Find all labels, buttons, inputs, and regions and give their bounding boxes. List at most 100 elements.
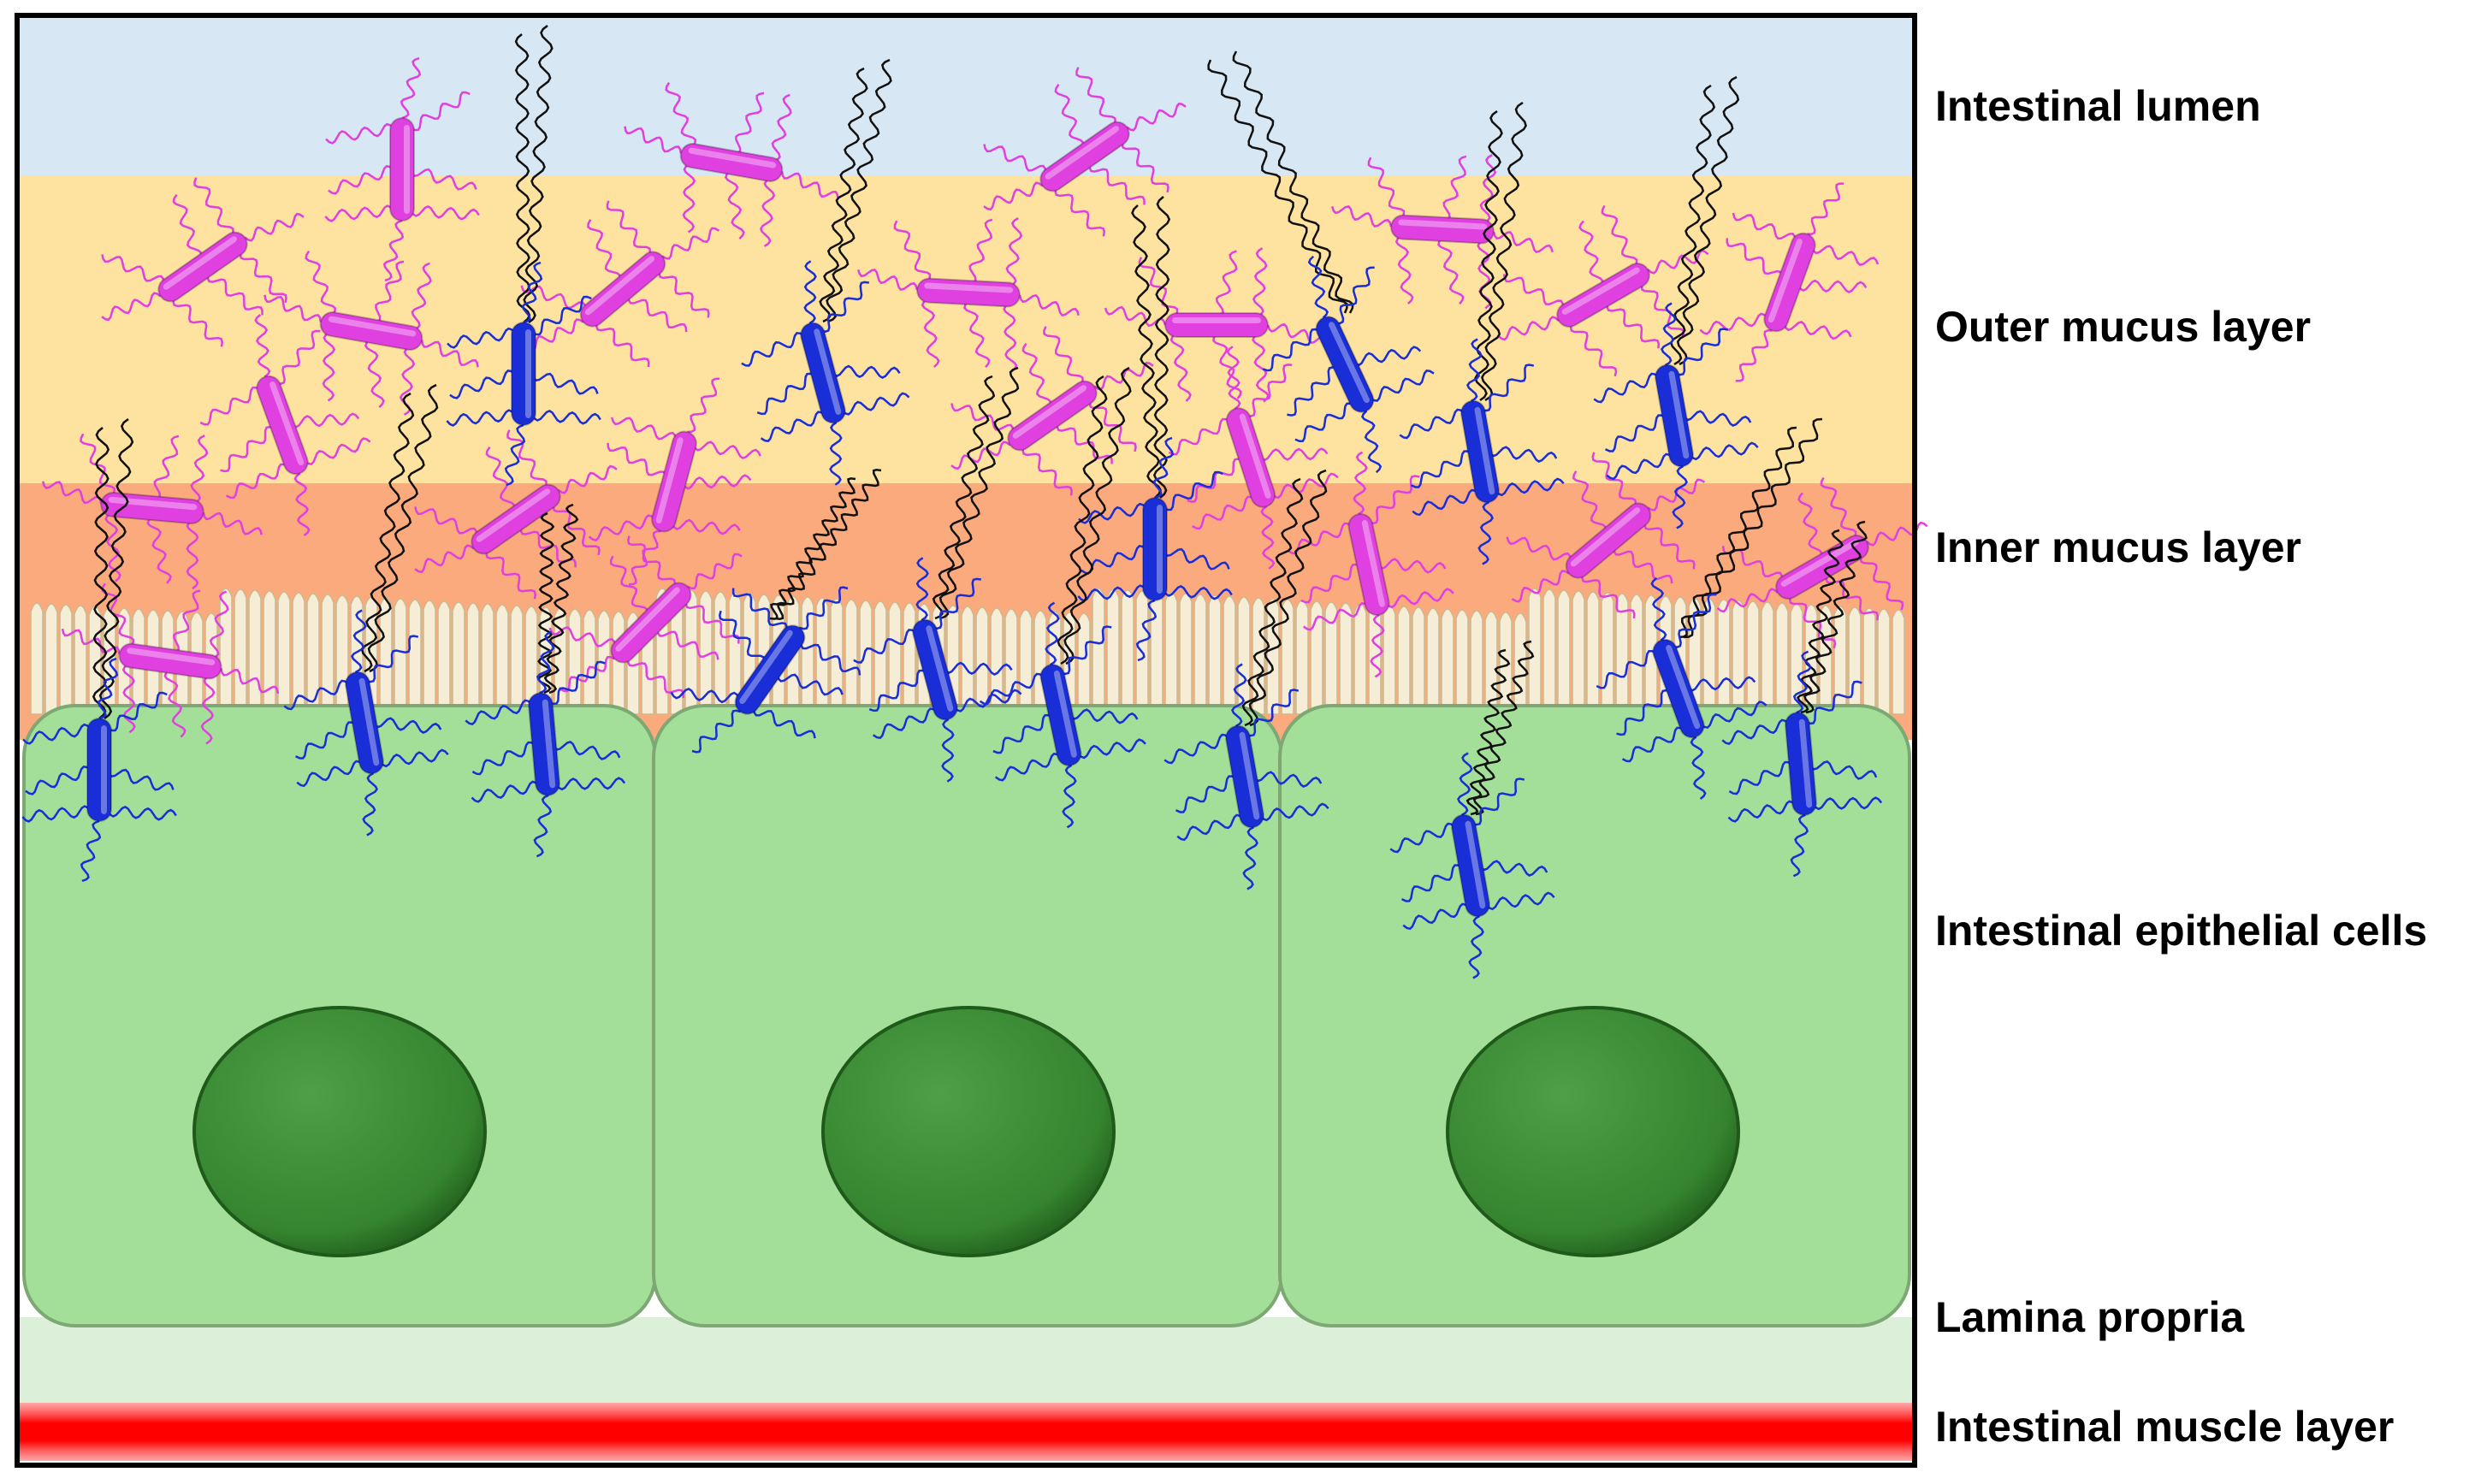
flagellum [367,383,439,673]
flagellum [98,418,134,719]
flagellum [1057,375,1108,665]
flagellum [1063,366,1132,665]
microvillus [1862,607,1876,715]
flagellated-bacterium [21,657,177,883]
microvillus [1426,607,1440,715]
microvillus [1746,600,1760,715]
microvillus [1412,606,1425,715]
commensal-bacterium [101,177,305,347]
microvillus [1542,588,1556,715]
epithelial-cells [22,704,1911,1327]
microvillus [873,600,887,715]
flagellated-bacterium [979,601,1146,829]
microvillus [1470,610,1483,715]
flagellated-bacterium [1593,302,1759,529]
microvillus [1019,609,1033,715]
microvillus [1848,606,1862,715]
flagellum [514,33,531,323]
microvillus [394,598,407,715]
microvillus [1528,588,1542,715]
microvillus [1295,600,1309,715]
flagellum [819,67,868,323]
microvillus [1892,609,1905,715]
label-inner-mucus-layer: Inner mucus layer [1935,523,2301,571]
microvillus [903,602,916,715]
nucleus [192,1006,487,1257]
microvillus [1092,588,1105,715]
microvillus [1775,602,1789,715]
label-intestinal-muscle-layer: Intestinal muscle layer [1935,1403,2395,1451]
microvillus [1223,595,1236,715]
commensal-bacterium [42,433,263,590]
microvillus [728,592,742,715]
commensal-bacterium [414,429,618,600]
microvillus [844,599,858,715]
flagellum [769,477,856,620]
flagellated-bacterium [465,630,626,858]
microvillus [263,590,276,715]
lumen-layer [19,17,1913,175]
microvilli [30,588,1905,715]
flagellated-bacteria-group [21,25,1883,979]
commensal-bacterium [1506,452,1706,619]
microvillus [1630,594,1643,715]
microvillus [1601,592,1614,715]
commensal-bacterium [983,67,1187,237]
flagellated-bacterium [283,609,449,837]
microvillus [74,605,87,715]
commensal-bacterium [1168,346,1339,570]
microvillus [277,591,291,715]
commensal-bacterium [1331,154,1554,310]
microvillus [1761,601,1774,715]
microvillus [859,600,873,715]
nucleus [1446,1006,1740,1257]
commensal-bacterium [1497,204,1709,377]
microvillus [1179,593,1193,715]
flagellum [1803,520,1868,714]
microvillus [44,603,58,715]
microvillus [466,602,480,715]
microvillus [481,603,494,715]
flagellum [1465,648,1511,816]
microvillus [234,588,247,715]
microvillus [1572,590,1585,715]
label-lamina-propria: Lamina propria [1935,1293,2245,1341]
microvillus [1557,589,1571,715]
flagellum [826,58,892,323]
microvillus [1121,589,1134,715]
commensal-bacterium [1716,476,1928,649]
microvillus [510,605,524,715]
flagellum [1669,84,1716,366]
flagellum [1676,75,1740,366]
microvillus [1717,599,1731,715]
commensal-bacterium [324,56,480,282]
flagellum [523,25,554,323]
flagellum [1248,469,1328,727]
microvillus [975,606,989,715]
nucleus [821,1006,1116,1257]
microvillus [1383,605,1396,715]
microvillus [1790,603,1803,715]
flagellated-bacterium [1721,650,1883,878]
microvillus [59,604,73,715]
flagellum [1207,59,1348,314]
flagellum [774,469,882,620]
microvillus [30,602,44,715]
flagellum [1472,640,1535,816]
commensal-bacterium [1699,182,1880,382]
flagellum [543,503,579,695]
flagellated-bacterium [1077,436,1233,662]
commensal-bacterium [857,217,1080,373]
flagellated-bacterium [1399,338,1565,565]
microvillus [1106,588,1120,715]
commensal-bacterium [199,314,371,536]
microvillus [452,601,465,715]
commensal-bacteria-group [42,56,1928,745]
flagellated-bacterium [853,557,1022,783]
microvillus [1441,608,1454,715]
microvillus [1455,609,1469,715]
microvillus [1499,612,1513,715]
flagellum [536,511,555,695]
flagellum [360,392,415,673]
